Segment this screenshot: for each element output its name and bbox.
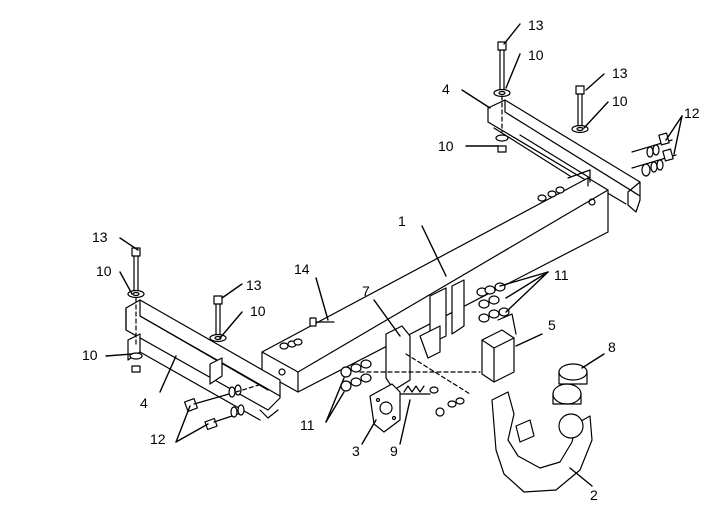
callout-9-spring: 9 (390, 443, 398, 459)
bolts-11-right (476, 282, 510, 323)
alignment-lines (359, 353, 481, 395)
spring-9 (399, 385, 465, 417)
callout-4-right: 4 (442, 81, 450, 97)
callout-labels: 13 10 4 13 10 12 10 1 13 10 14 11 13 10 … (82, 17, 700, 503)
side-bolts-right (631, 132, 677, 177)
callout-10-right: 10 (612, 93, 628, 109)
callout-14-bolt: 14 (294, 261, 310, 277)
callout-10-top-right: 10 (528, 47, 544, 63)
leader-lines (105, 23, 683, 487)
callout-3-plate: 3 (352, 443, 360, 459)
callout-8-cap: 8 (608, 339, 616, 355)
socket-plate (369, 383, 401, 433)
callout-7-bracket: 7 (362, 283, 370, 299)
bolt-left-1 (127, 247, 145, 373)
callout-11-left: 11 (300, 417, 315, 433)
ball-cap (558, 363, 588, 385)
bolt-14 (279, 317, 335, 350)
receiver-socket (481, 313, 517, 383)
callout-4-left: 4 (140, 395, 148, 411)
bolt-top-right-1 (493, 41, 511, 153)
callout-5-socket: 5 (548, 317, 556, 333)
callout-2-hitch: 2 (590, 487, 598, 503)
callout-1-crossbar: 1 (398, 213, 406, 229)
bolts-11-left (340, 359, 372, 392)
callout-10-bottom-left: 10 (82, 347, 98, 363)
left-mounting-bracket (125, 299, 281, 421)
callout-13-top-right: 13 (528, 17, 544, 33)
callout-10-left: 10 (96, 263, 112, 279)
callout-10-mid-right: 10 (438, 138, 454, 154)
ball-hitch (491, 383, 593, 493)
center-brackets (385, 279, 465, 391)
callout-11-right: 11 (554, 267, 569, 283)
callout-12-left: 12 (150, 431, 166, 447)
callout-12-right: 12 (684, 105, 700, 121)
callout-13-left: 13 (92, 229, 108, 245)
callout-13-mid-left: 13 (246, 277, 262, 293)
side-bolts-left (183, 383, 263, 431)
main-crossbar (261, 169, 609, 393)
callout-10-mid-left: 10 (250, 303, 266, 319)
callout-13-right: 13 (612, 65, 628, 81)
